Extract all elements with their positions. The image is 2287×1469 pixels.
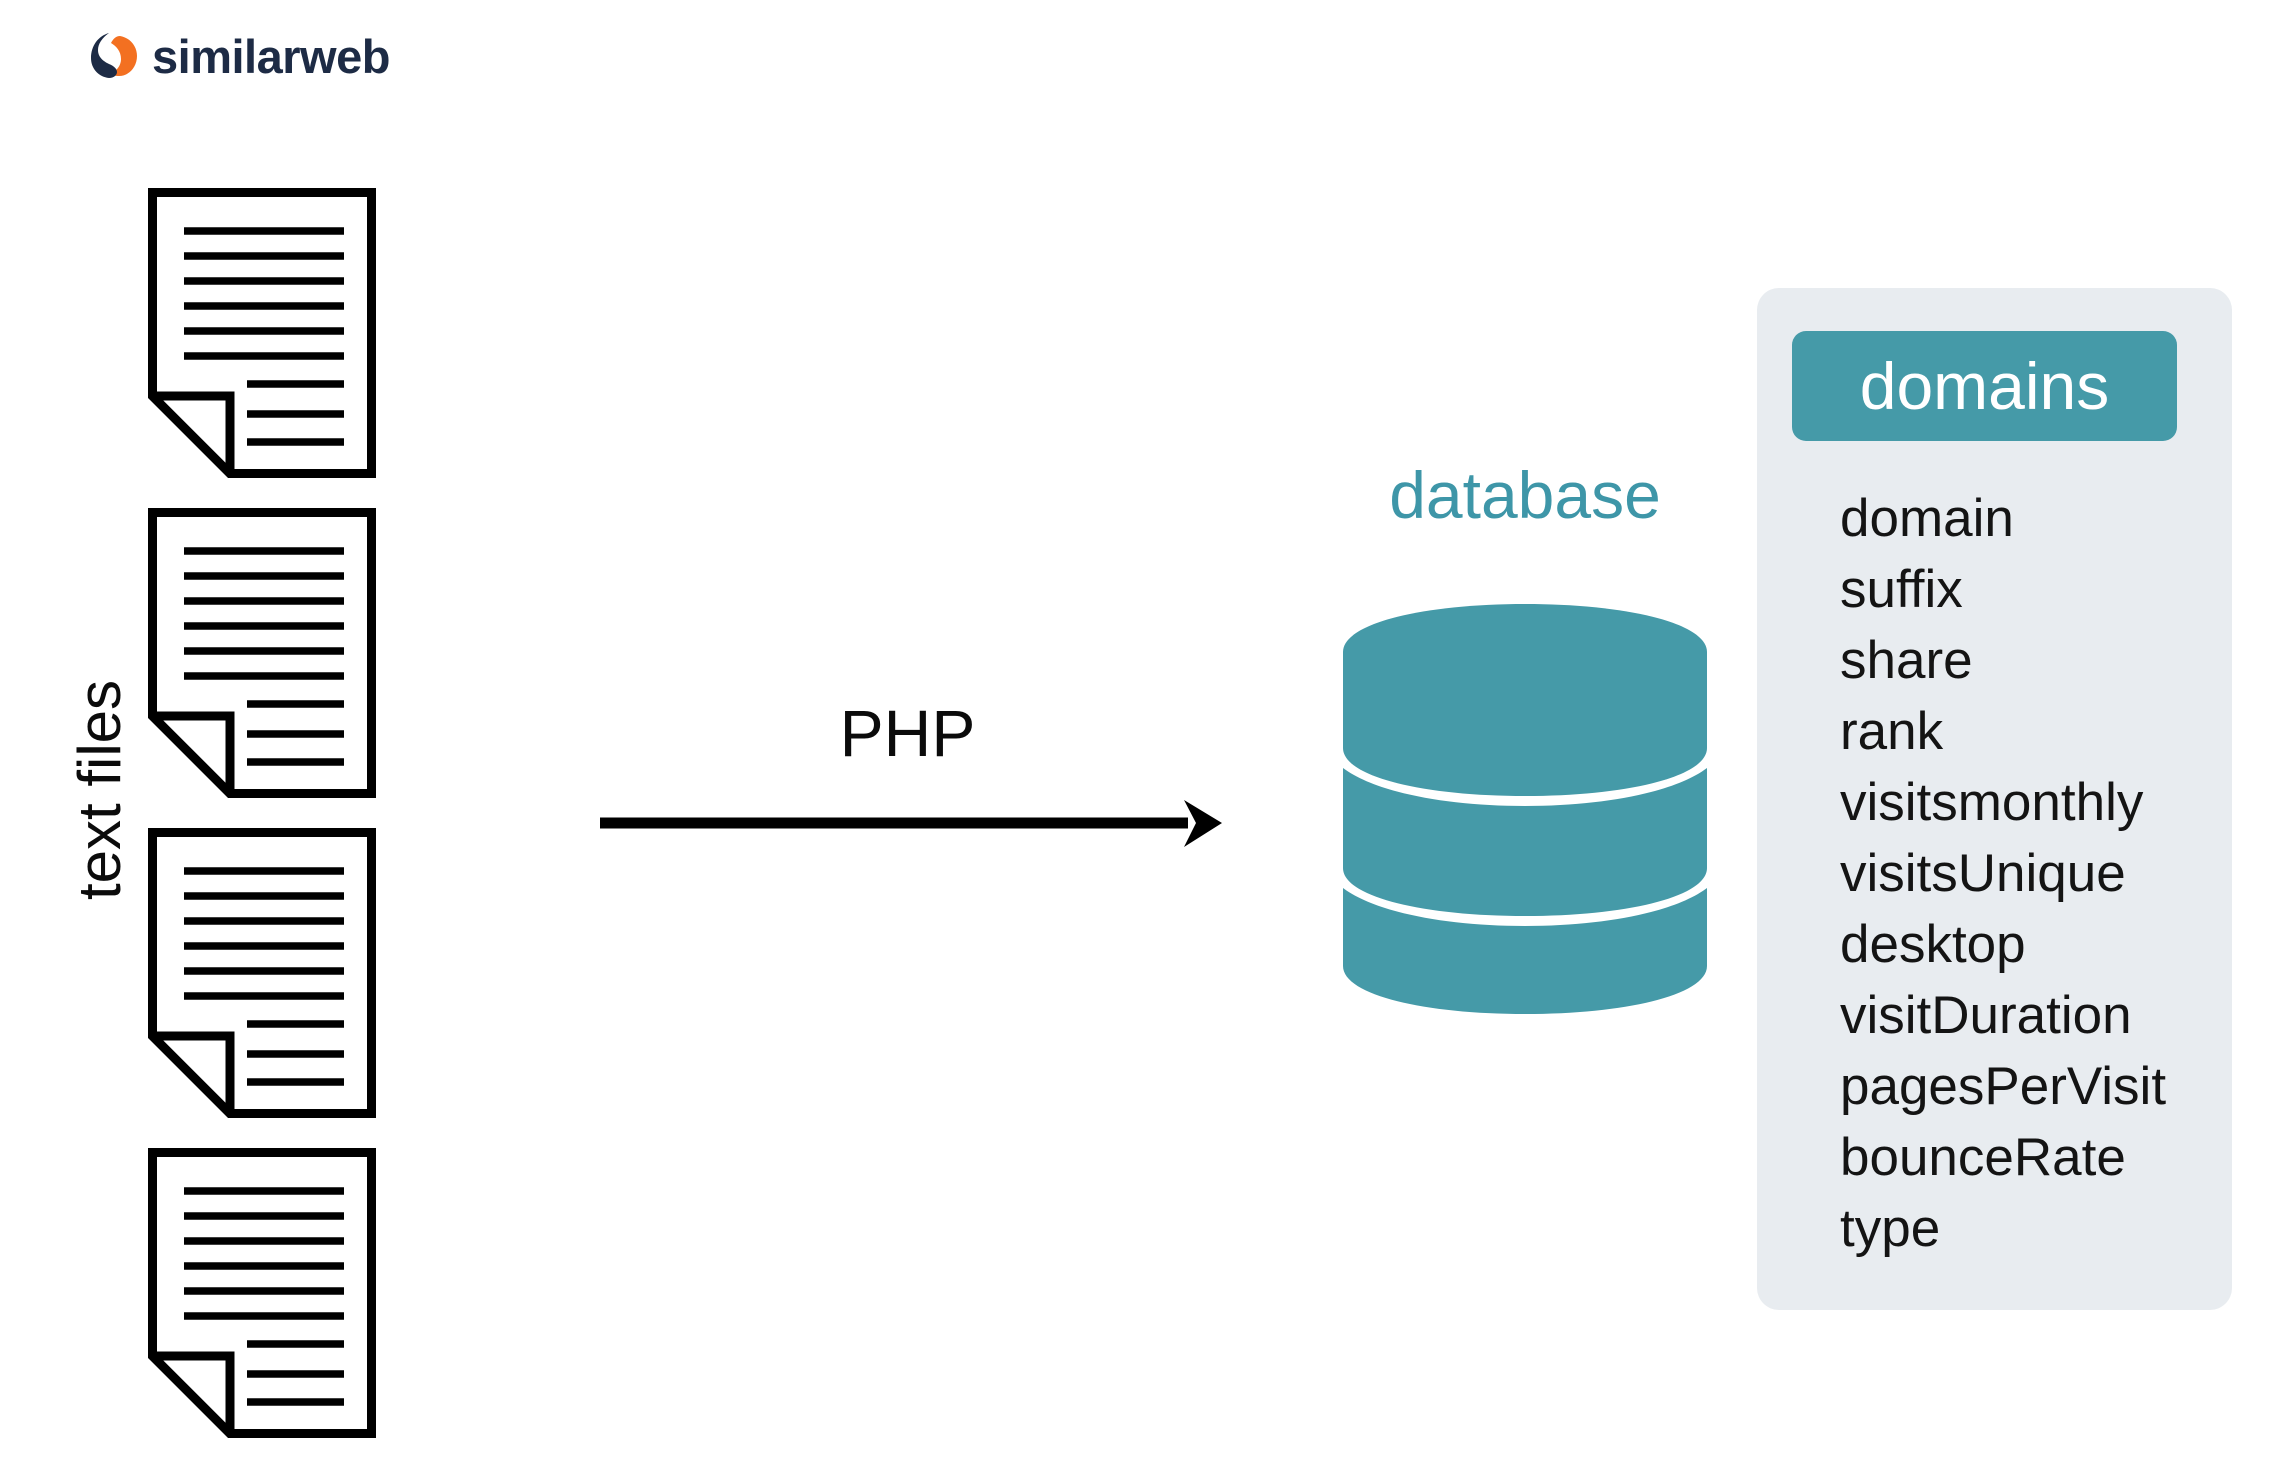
similarweb-swoosh-icon	[91, 33, 137, 78]
domains-field-list: domain suffix share rank visitsmonthly v…	[1840, 483, 2220, 1264]
list-item: rank	[1840, 702, 1944, 761]
list-item: visitsUnique	[1840, 844, 2126, 903]
list-item: pagesPerVisit	[1840, 1057, 2167, 1116]
similarweb-logo: similarweb	[90, 30, 390, 82]
list-item: desktop	[1840, 915, 2026, 974]
list-item: visitsmonthly	[1840, 773, 2144, 832]
text-document-icon	[148, 508, 376, 798]
similarweb-wordmark: similarweb	[152, 29, 390, 83]
arrow-right-icon	[600, 800, 1222, 847]
domains-table-panel: domains domain suffix share rank visitsm…	[1757, 288, 2232, 1310]
php-process-label: PHP	[839, 696, 976, 770]
domains-table-header: domains	[1792, 331, 2177, 441]
list-item: bounceRate	[1840, 1128, 2126, 1187]
text-document-icon	[148, 828, 376, 1118]
text-files-label: text files	[66, 679, 133, 901]
database-cylinder-icon	[1343, 604, 1707, 1014]
list-item: share	[1840, 631, 1973, 690]
database-label: database	[1389, 458, 1661, 532]
list-item: type	[1840, 1199, 1941, 1258]
list-item: suffix	[1840, 560, 1963, 619]
domains-table-name: domains	[1859, 349, 2110, 423]
list-item: domain	[1840, 489, 2014, 548]
text-files-group	[148, 188, 376, 1468]
text-document-icon	[148, 1148, 376, 1438]
list-item: visitDuration	[1840, 986, 2132, 1045]
text-document-icon	[148, 188, 376, 478]
